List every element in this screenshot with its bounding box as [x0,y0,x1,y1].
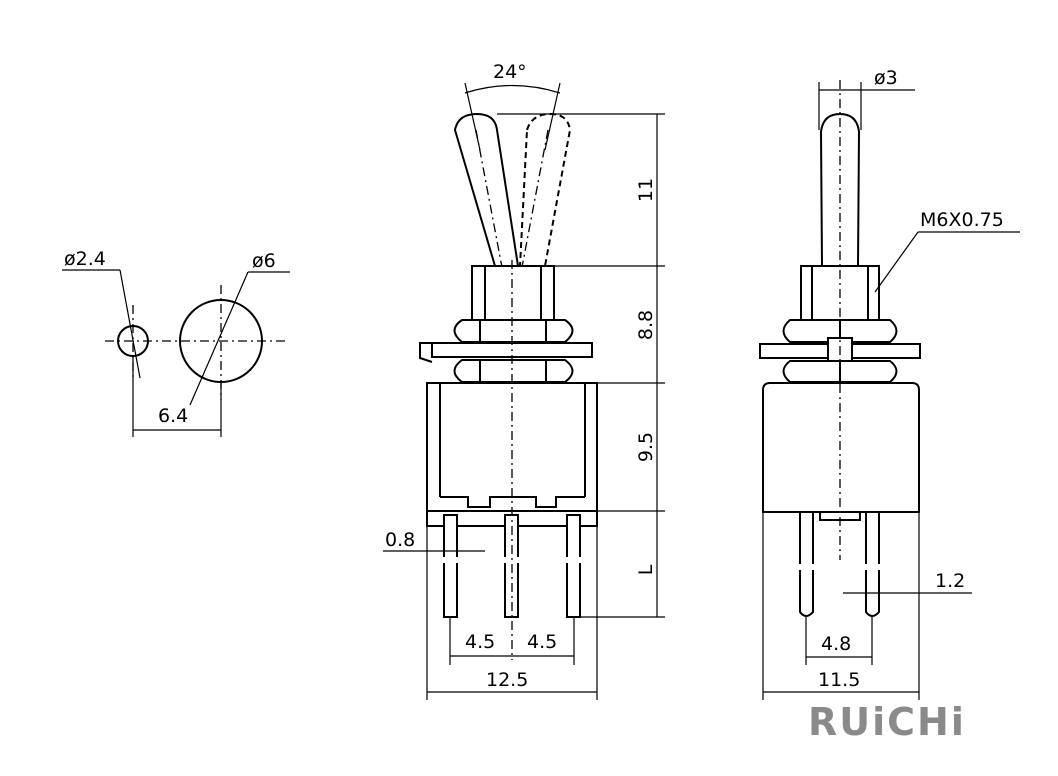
terminal-left [443,514,458,618]
thread-size-label: M6X0.75 [920,209,1004,231]
lever-off [518,112,572,267]
side-width-label: 11.5 [818,669,860,691]
front-width-label: 12.5 [486,669,528,691]
hole-spacing-label: 6.4 [158,405,188,427]
pitch-right-label: 4.5 [527,631,557,653]
brand-logo: RUiCHi [808,700,966,744]
front-view: 24° [383,61,665,700]
side-pitch-label: 4.8 [821,633,851,655]
lever-on [453,112,520,267]
lever-angle-label: 24° [493,61,527,83]
hole-layout-view: ø2.4 ø6 6.4 [62,248,290,437]
side-view: ø3 M6X0.75 1.2 4.8 [759,67,1020,700]
lever-diameter-label: ø3 [874,67,898,89]
terminal-width-label: 1.2 [935,570,965,592]
lever-height-label: 11 [635,178,657,202]
bushing-height-label: 8.8 [635,310,657,340]
hex-nut-upper [453,319,574,343]
pitch-left-label: 4.5 [465,631,495,653]
terminal-thickness-label: 0.8 [385,529,415,551]
large-hole-diameter-label: ø6 [252,250,276,272]
side-switch-body [762,382,920,513]
body-height-label: 9.5 [635,432,657,462]
small-hole-diameter-label: ø2.4 [64,248,106,270]
terminal-length-label: L [635,564,657,575]
terminal-right [566,514,581,618]
hex-nut-lower [453,359,574,383]
